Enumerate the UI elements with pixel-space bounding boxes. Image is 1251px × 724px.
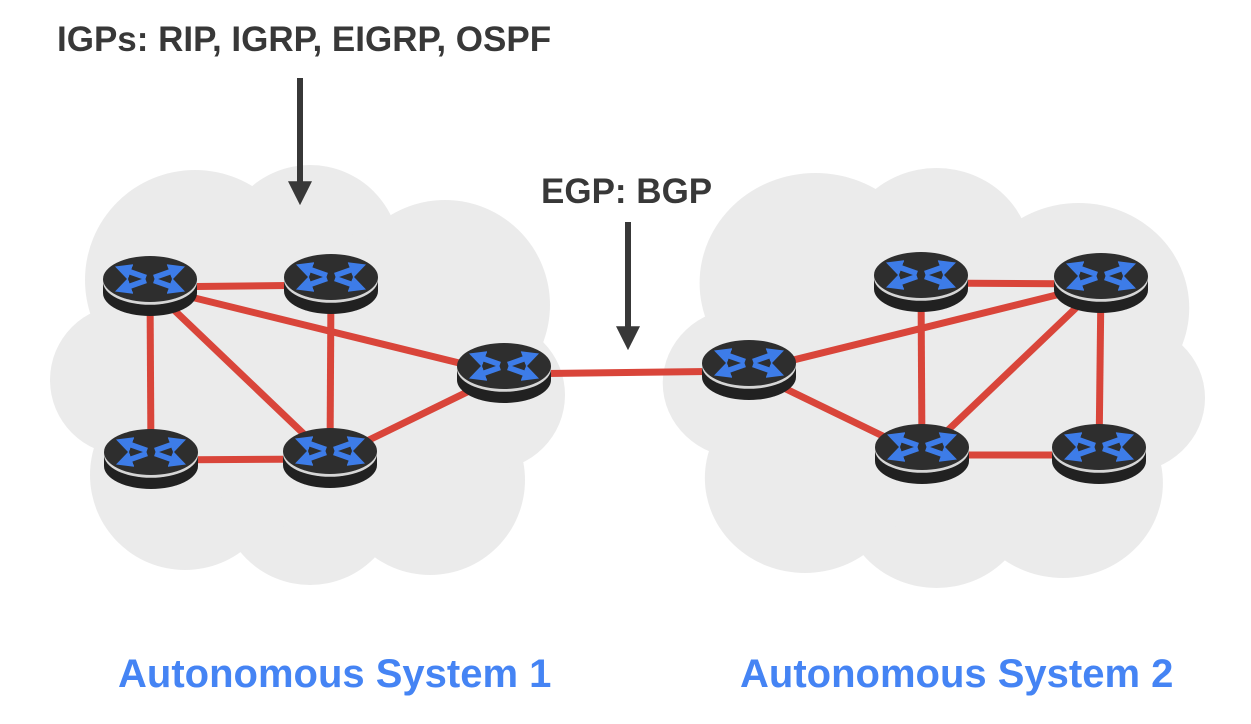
- as1-label: Autonomous System 1: [118, 652, 552, 696]
- network-link: [149, 283, 505, 378]
- router-icon: [702, 340, 796, 400]
- router-icon: [875, 424, 969, 484]
- as2-label: Autonomous System 2: [740, 652, 1174, 696]
- router-icon: [1054, 253, 1148, 313]
- network-link: [919, 281, 1104, 458]
- network-link: [147, 284, 333, 462]
- router-icon: [457, 343, 551, 403]
- router-icon: [1052, 424, 1146, 484]
- igp-label: IGPs: RIP, IGRP, EIGRP, OSPF: [57, 20, 552, 59]
- router-icon: [103, 256, 197, 316]
- router-icon: [104, 429, 198, 489]
- router-icon: [874, 252, 968, 312]
- egp-label: EGP: BGP: [541, 172, 713, 211]
- router-icon: [283, 428, 377, 488]
- router-icon: [284, 254, 378, 314]
- network-link: [748, 280, 1102, 375]
